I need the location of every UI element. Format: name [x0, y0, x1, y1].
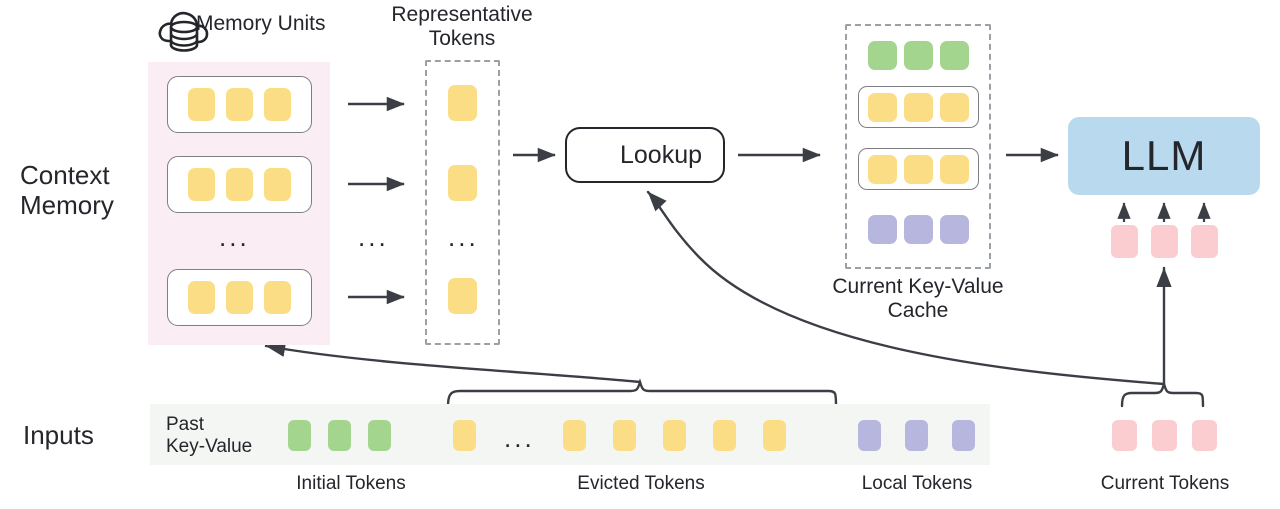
llm-node[interactable]: LLM [1068, 117, 1260, 195]
current-token [1152, 420, 1177, 451]
input-token-evicted [613, 420, 636, 451]
input-sequence-ellipsis: ... [504, 423, 535, 453]
group-label-evicted-tokens: Evicted Tokens [577, 473, 705, 494]
memory-unit[interactable] [167, 76, 312, 133]
representative-token [448, 278, 477, 314]
memory-token [226, 168, 253, 201]
heading-current-kv-cache: Current Key-Value Cache [832, 275, 1004, 323]
brace-current-tokens [1120, 380, 1205, 408]
kv-token [940, 92, 969, 122]
input-token-initial [328, 420, 351, 451]
memory-unit[interactable] [167, 156, 312, 213]
past-key-value-label: Past Key-Value [166, 414, 253, 458]
representative-token [448, 85, 477, 121]
current-token [1192, 420, 1217, 451]
memory-token [264, 88, 291, 121]
kv-token [868, 214, 897, 244]
input-token-local [952, 420, 975, 451]
memory-units-ellipsis: ... [219, 222, 250, 252]
input-token-initial [368, 420, 391, 451]
kv-token [940, 40, 969, 70]
row-label-inputs: Inputs [23, 420, 94, 450]
llm-input-token [1151, 225, 1178, 258]
input-token-evicted [453, 420, 476, 451]
memory-token [226, 281, 253, 314]
input-token-evicted [563, 420, 586, 451]
input-token-evicted [713, 420, 736, 451]
memory-unit[interactable] [167, 269, 312, 326]
group-label-local-tokens: Local Tokens [861, 473, 973, 494]
llm-label: LLM [1121, 132, 1207, 179]
representative-token [448, 165, 477, 201]
kv-cache-row-local [862, 212, 975, 246]
heading-representative-tokens: Representative Tokens [391, 3, 533, 51]
kv-cache-row-retrieved [858, 148, 979, 190]
memory-token [188, 168, 215, 201]
arrow-evicted-to-context-memory [264, 341, 642, 384]
kv-token [904, 214, 933, 244]
memory-token [188, 88, 215, 121]
memory-token [264, 281, 291, 314]
input-token-evicted [663, 420, 686, 451]
kv-token [868, 154, 897, 184]
kv-token [904, 154, 933, 184]
memory-token [264, 168, 291, 201]
current-kv-cache-box [845, 24, 991, 269]
input-token-local [905, 420, 928, 451]
lookup-label: Lookup [619, 140, 703, 169]
group-label-current-tokens: Current Tokens [1100, 473, 1230, 494]
kv-token [904, 40, 933, 70]
arrow-column-ellipsis: ... [358, 222, 389, 252]
kv-cache-row-initial [862, 38, 975, 72]
lookup-node[interactable]: Lookup [565, 127, 725, 183]
heading-memory-units: Memory Units [196, 12, 326, 35]
kv-token [904, 92, 933, 122]
input-token-initial [288, 420, 311, 451]
kv-token [940, 214, 969, 244]
current-token [1112, 420, 1137, 451]
brace-evicted-tokens [446, 378, 838, 408]
llm-input-token [1191, 225, 1218, 258]
kv-token [868, 92, 897, 122]
llm-input-token [1111, 225, 1138, 258]
representative-tokens-box [425, 60, 500, 345]
row-label-context-memory: Context Memory [20, 160, 114, 221]
kv-token [940, 154, 969, 184]
memory-token [226, 88, 253, 121]
memory-token [188, 281, 215, 314]
representative-tokens-ellipsis: ... [448, 222, 479, 252]
input-token-evicted [763, 420, 786, 451]
group-label-initial-tokens: Initial Tokens [296, 473, 406, 494]
input-token-local [858, 420, 881, 451]
kv-token [868, 40, 897, 70]
kv-cache-row-retrieved [858, 86, 979, 128]
